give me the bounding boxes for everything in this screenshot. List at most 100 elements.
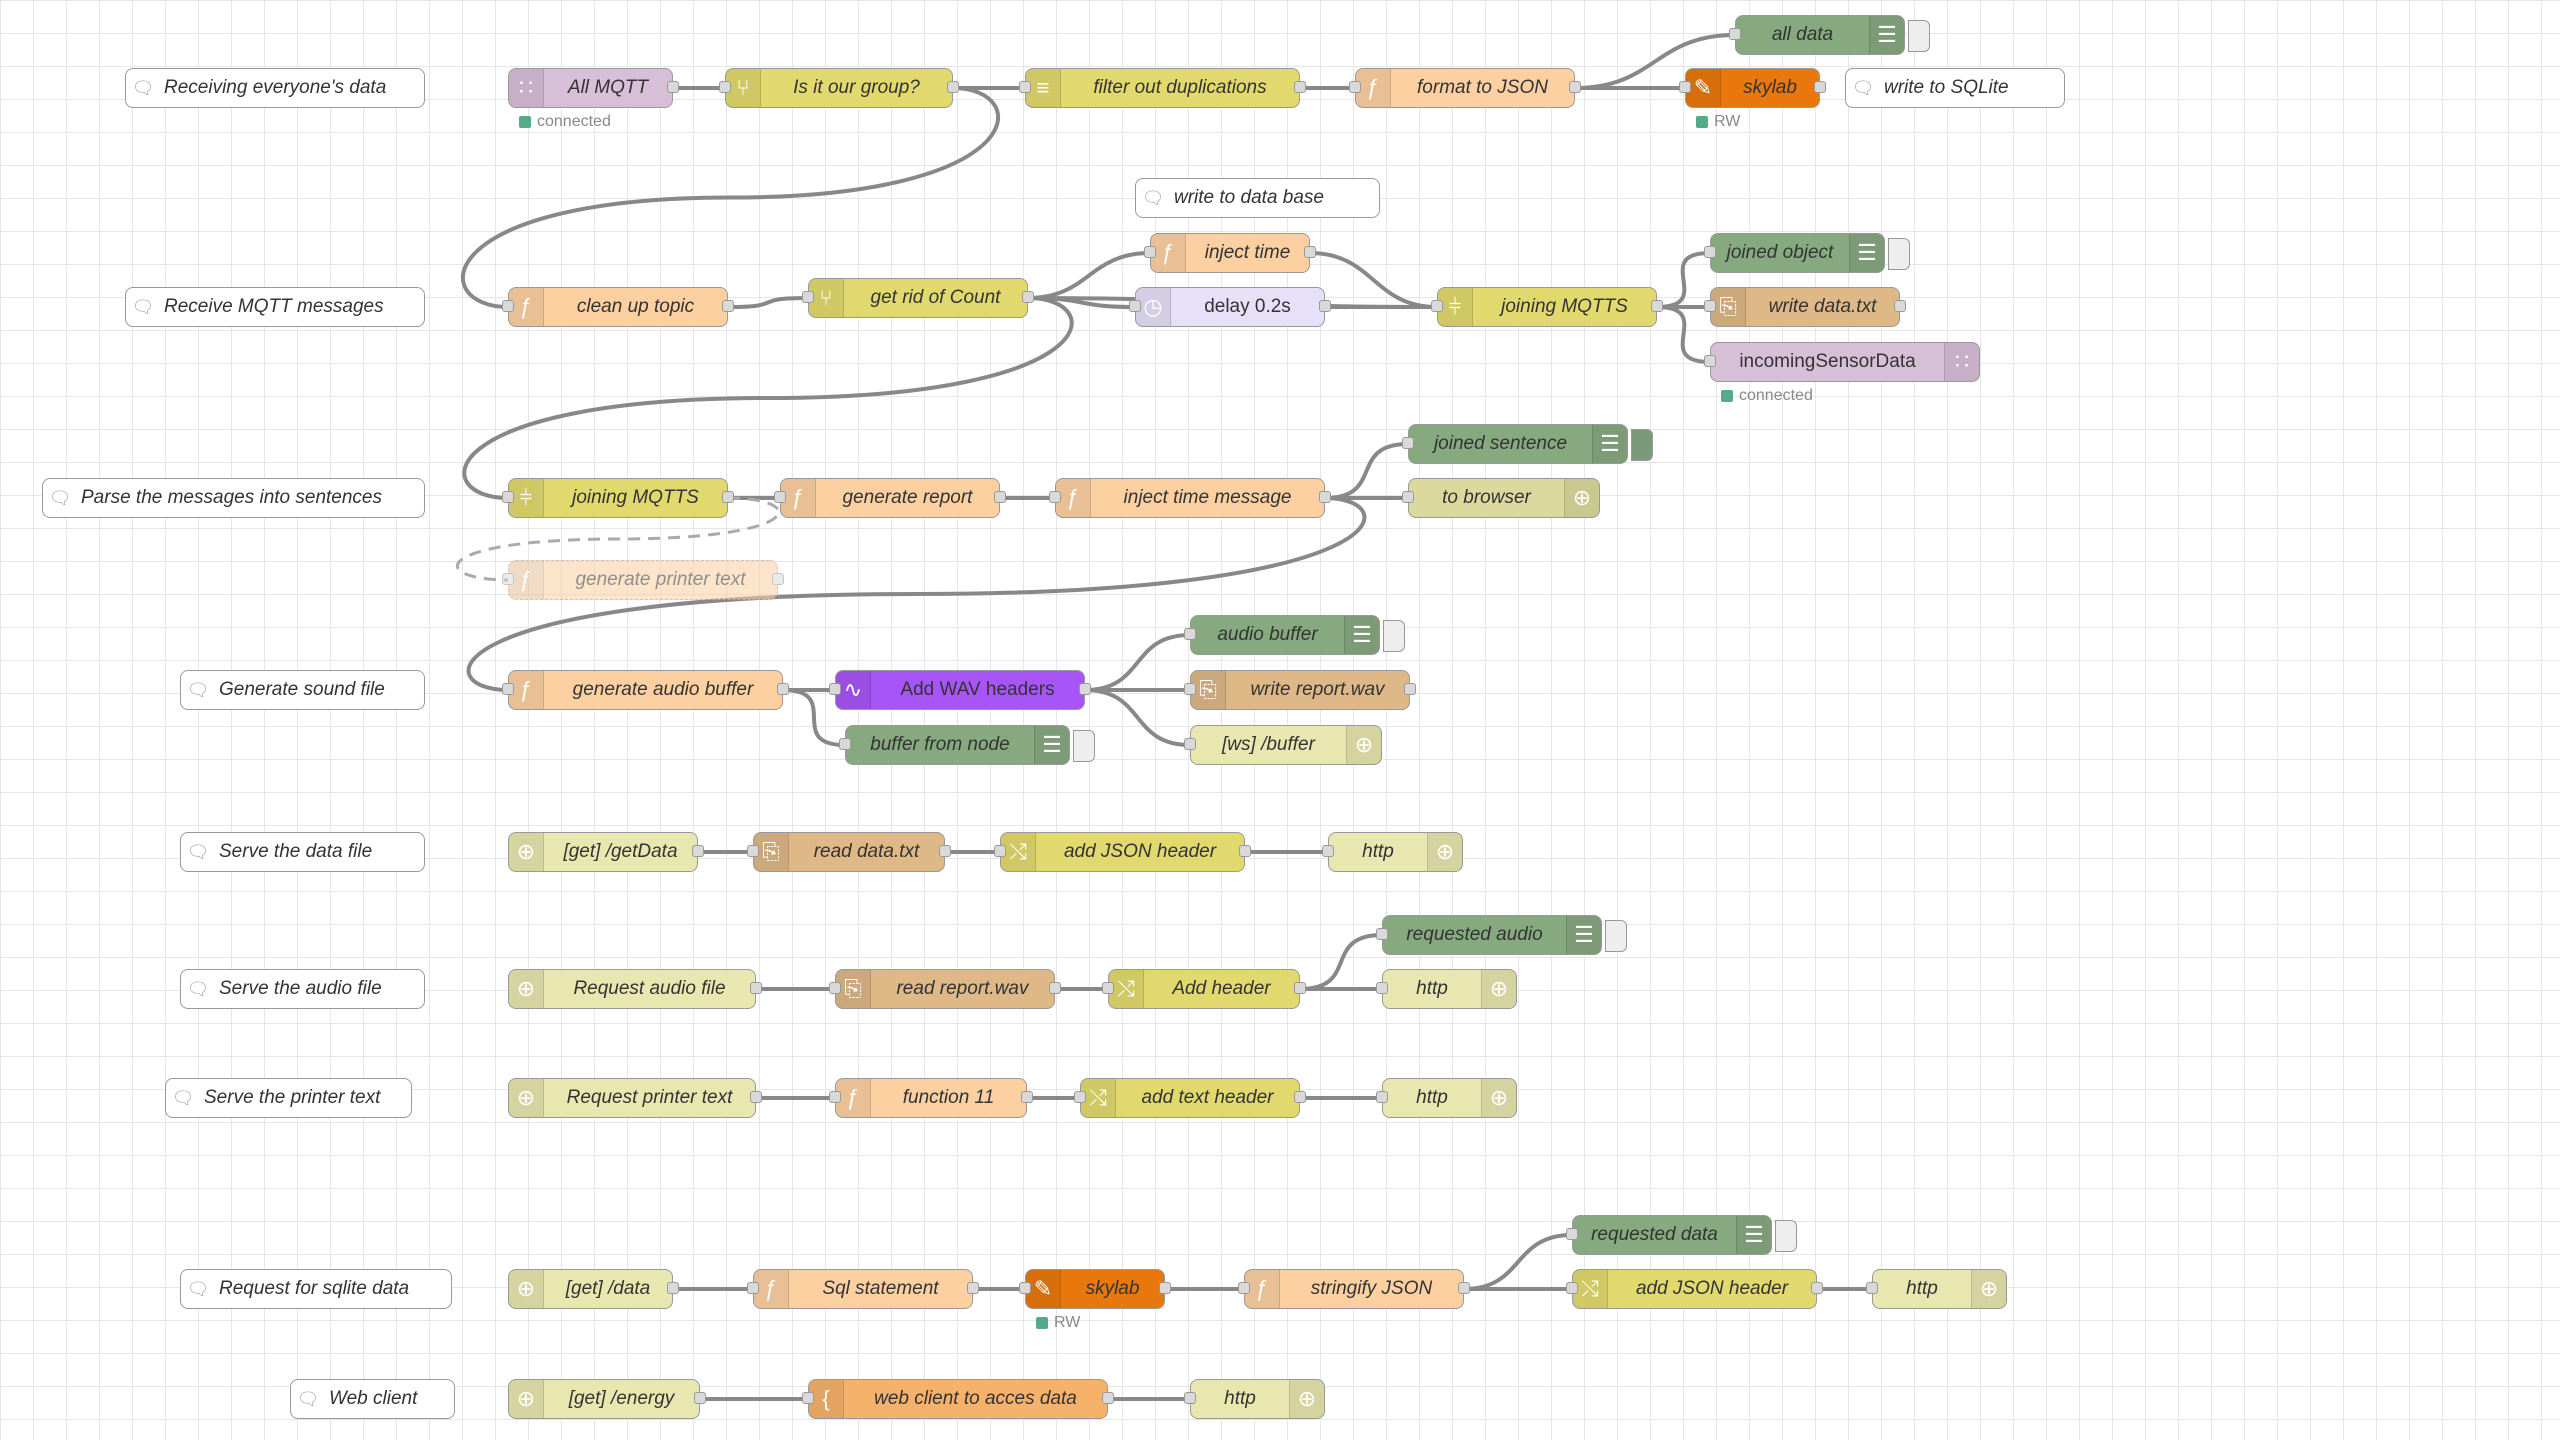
input-port[interactable] — [502, 573, 514, 585]
input-port[interactable] — [1729, 28, 1741, 40]
node-http-in-n27[interactable]: ⊕[get] /getData — [508, 832, 704, 872]
output-port[interactable] — [1294, 982, 1306, 994]
input-port[interactable] — [1129, 300, 1141, 312]
output-port[interactable] — [667, 81, 679, 93]
comment-c4[interactable]: 🗨Receive MQTT messages — [125, 287, 425, 327]
output-port[interactable] — [994, 491, 1006, 503]
wire-n11-n14[interactable] — [1656, 305, 1711, 364]
input-port[interactable] — [1102, 982, 1114, 994]
debug-toggle-button[interactable] — [1908, 20, 1930, 52]
input-port[interactable] — [1074, 1091, 1086, 1103]
input-port[interactable] — [994, 845, 1006, 857]
input-port[interactable] — [1322, 845, 1334, 857]
comment-c3[interactable]: 🗨write to data base — [1135, 178, 1380, 218]
output-port[interactable] — [947, 81, 959, 93]
input-port[interactable] — [1184, 683, 1196, 695]
wire-n33-n34[interactable] — [1299, 933, 1383, 991]
node-debug-n18[interactable]: joined sentence☰ — [1402, 424, 1653, 464]
comment-c5[interactable]: 🗨Parse the messages into sentences — [42, 478, 425, 518]
node-change-n38[interactable]: ⤭add text header — [1074, 1078, 1306, 1118]
comment-c9[interactable]: 🗨Serve the printer text — [165, 1078, 412, 1118]
output-port[interactable] — [1021, 1091, 1033, 1103]
wire-n11-n12[interactable] — [1656, 251, 1711, 309]
input-port[interactable] — [839, 738, 851, 750]
input-port[interactable] — [1376, 982, 1388, 994]
node-http-response-n39[interactable]: http⊕ — [1376, 1078, 1517, 1118]
node-file-in-n32[interactable]: ⎘read report.wav — [829, 969, 1061, 1009]
output-port[interactable] — [777, 683, 789, 695]
input-port[interactable] — [1704, 300, 1716, 312]
node-change-n29[interactable]: ⤭add JSON header — [994, 832, 1251, 872]
input-port[interactable] — [719, 81, 731, 93]
input-port[interactable] — [1402, 437, 1414, 449]
input-port[interactable] — [1376, 1091, 1388, 1103]
input-port[interactable] — [1566, 1228, 1578, 1240]
debug-toggle-button[interactable] — [1775, 1220, 1797, 1252]
input-port[interactable] — [502, 491, 514, 503]
output-port[interactable] — [1304, 246, 1316, 258]
node-change-n45[interactable]: ⤭add JSON header — [1566, 1269, 1823, 1309]
input-port[interactable] — [747, 845, 759, 857]
wire-n43-n44[interactable] — [1463, 1233, 1573, 1291]
input-port[interactable] — [502, 300, 514, 312]
node-http-in-n36[interactable]: ⊕Request printer text — [508, 1078, 762, 1118]
wire-n7-n8[interactable] — [727, 296, 809, 309]
input-port[interactable] — [802, 1392, 814, 1404]
output-port[interactable] — [1022, 291, 1034, 303]
output-port[interactable] — [1651, 300, 1663, 312]
node-template-n48[interactable]: {web client to acces data — [802, 1379, 1114, 1419]
node-file-n13[interactable]: ⎘write data.txt — [1704, 287, 1906, 327]
node-debug-n23[interactable]: audio buffer☰ — [1184, 615, 1405, 655]
output-port[interactable] — [1102, 1392, 1114, 1404]
node-join-n11[interactable]: ⫩joining MQTTS — [1431, 287, 1663, 327]
input-port[interactable] — [1679, 81, 1691, 93]
output-port[interactable] — [1811, 1282, 1823, 1294]
node-http-response-n35[interactable]: http⊕ — [1376, 969, 1517, 1009]
node-http-response-n49[interactable]: http⊕ — [1184, 1379, 1325, 1419]
input-port[interactable] — [1019, 1282, 1031, 1294]
input-port[interactable] — [1431, 300, 1443, 312]
node-websocket-out-n19[interactable]: to browser⊕ — [1402, 478, 1600, 518]
wire-n8-n15[interactable] — [462, 296, 1074, 500]
output-port[interactable] — [694, 1392, 706, 1404]
output-port[interactable] — [1404, 683, 1416, 695]
input-port[interactable] — [1144, 246, 1156, 258]
node-change-n33[interactable]: ⤭Add header — [1102, 969, 1306, 1009]
node-switch-n2[interactable]: ⑂Is it our group? — [719, 68, 959, 108]
node-http-in-n40[interactable]: ⊕[get] /data — [508, 1269, 679, 1309]
input-port[interactable] — [1184, 628, 1196, 640]
output-port[interactable] — [1079, 683, 1091, 695]
input-port[interactable] — [829, 683, 841, 695]
wire-n15-n20[interactable] — [455, 496, 781, 582]
input-port[interactable] — [829, 982, 841, 994]
node-join-n15[interactable]: ⫩joining MQTTS — [502, 478, 734, 518]
node-debug-n34[interactable]: requested audio☰ — [1376, 915, 1627, 955]
comment-c10[interactable]: 🗨Request for sqlite data — [180, 1269, 452, 1309]
node-wav-n22[interactable]: ∿Add WAV headers — [829, 670, 1091, 710]
input-port[interactable] — [1376, 928, 1388, 940]
node-mqtt-out-n14[interactable]: incomingSensorData∷connected — [1704, 342, 1980, 404]
input-port[interactable] — [1402, 491, 1414, 503]
wire-n17-n18[interactable] — [1324, 442, 1409, 500]
input-port[interactable] — [1238, 1282, 1250, 1294]
debug-toggle-button[interactable] — [1073, 730, 1095, 762]
input-port[interactable] — [1184, 738, 1196, 750]
output-port[interactable] — [1458, 1282, 1470, 1294]
node-http-response-n30[interactable]: http⊕ — [1322, 832, 1463, 872]
node-http-in-n47[interactable]: ⊕[get] /energy — [508, 1379, 706, 1419]
output-port[interactable] — [1239, 845, 1251, 857]
wire-n22-n25[interactable] — [1084, 688, 1191, 747]
output-port[interactable] — [750, 982, 762, 994]
input-port[interactable] — [502, 683, 514, 695]
output-port[interactable] — [722, 300, 734, 312]
output-port[interactable] — [1319, 491, 1331, 503]
output-port[interactable] — [772, 573, 784, 585]
input-port[interactable] — [1866, 1282, 1878, 1294]
output-port[interactable] — [1159, 1282, 1171, 1294]
input-port[interactable] — [1349, 81, 1361, 93]
